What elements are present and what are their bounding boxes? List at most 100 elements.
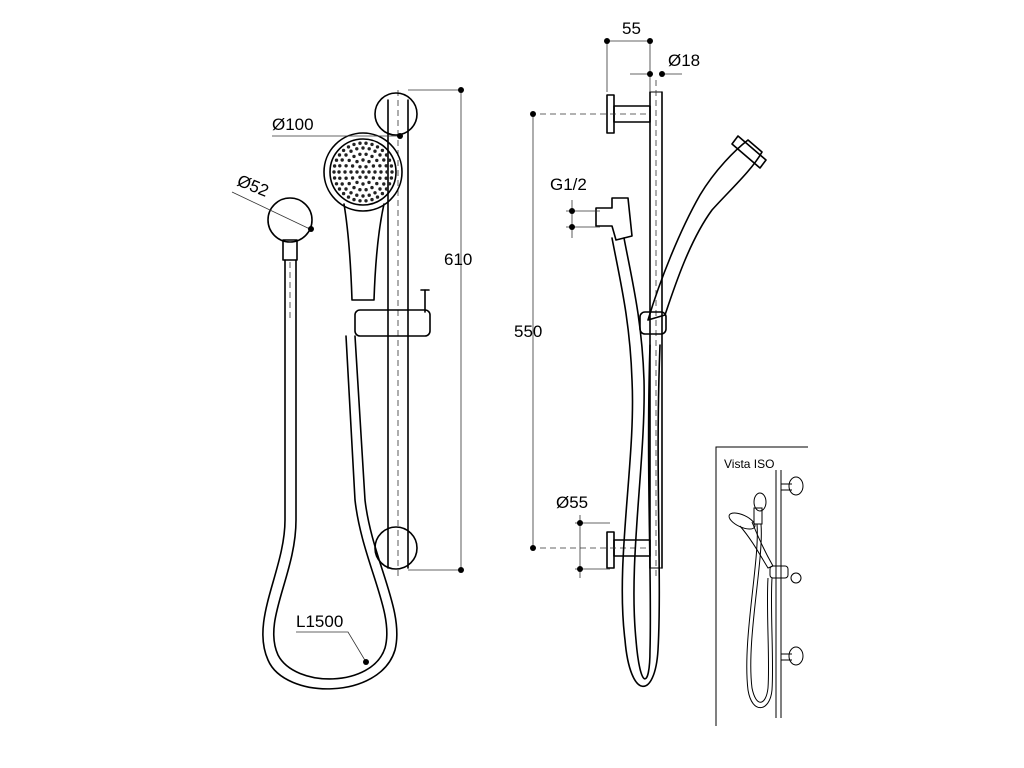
nozzle-dot [367,193,371,197]
nozzle-dot [389,164,394,168]
nozzle-dot [379,170,383,174]
nozzle-dot [347,158,351,163]
nozzle-dot [352,185,356,190]
nozzle-dot [346,145,351,149]
nozzle-dot [361,182,365,186]
nozzle-dot [361,170,365,174]
nozzle-dot [384,153,389,157]
dim-outlet-diameter-label: Ø52 [235,171,272,201]
nozzle-dot [337,187,342,191]
nozzle-dot [344,176,348,180]
nozzle-dot [332,170,336,174]
dim-hose-length-label: L1500 [296,612,343,631]
front-view: 610 Ø100 Ø52 L1500 [231,87,472,690]
nozzle-dot [370,142,374,147]
nozzle-dot [344,164,348,168]
nozzle-dot [337,170,341,174]
nozzle-dot [361,194,365,198]
iso-view: Vista ISO [715,446,808,726]
nozzle-dot [385,170,389,174]
nozzle-dot [384,164,388,168]
nozzle-dot [355,170,359,174]
nozzle-dot [364,188,368,192]
nozzle-dot [378,164,382,168]
nozzle-dot [364,165,368,169]
nozzle-dot [364,199,368,203]
nozzle-dot [373,170,377,174]
nozzle-dot [358,165,362,169]
nozzle-dot [349,149,353,153]
nozzle-dot [358,199,362,203]
nozzle-dot [344,153,348,157]
nozzle-dot [375,195,380,199]
nozzle-dot [337,153,342,157]
hose [262,259,398,690]
nozzle-dot [387,182,392,186]
nozzle-dot [389,176,394,180]
dim-rail-diameter-label: Ø18 [668,51,700,70]
dim-thread-label: G1/2 [550,175,587,194]
nozzle-dot [373,191,377,195]
nozzle-dot [338,176,342,180]
side-view: 55 Ø18 G1/2 550 Ø55 [514,19,767,688]
nozzle-dot [352,197,356,202]
nozzle-dot [334,158,339,162]
nozzle-dot [370,185,374,190]
nozzle-dot [371,164,376,168]
nozzle-dot [355,159,359,164]
nozzle-dot [370,154,374,159]
nozzle-dot [382,182,386,186]
nozzle-dot [350,176,355,180]
nozzle-dot [341,191,346,196]
nozzle-dot [378,176,382,180]
top-wall-bracket [374,92,418,136]
iso-view-title: Vista ISO [724,457,774,471]
nozzle-dot [350,164,355,168]
nozzle-dot [347,181,351,186]
iso-view-frame [715,446,808,726]
nozzle-dot [364,175,368,179]
nozzle-dot [361,146,365,150]
nozzle-dot [341,148,346,153]
nozzle-dot [338,164,342,168]
bottom-wall-bracket [374,526,418,570]
nozzle-dot [358,141,362,145]
nozzle-dot [355,180,359,185]
nozzle-dot [378,153,382,157]
nozzle-dot [367,170,371,174]
nozzle-dot [332,176,337,180]
nozzle-dot [355,193,359,197]
nozzle-dot [375,181,379,186]
nozzle-dot [375,158,379,163]
nozzle-dot [382,158,386,162]
nozzle-dot [378,187,382,191]
nozzle-dot [346,195,351,199]
nozzle-dot [375,145,380,149]
nozzle-dot [358,175,362,179]
nozzle-dot [390,170,394,174]
nozzle-dot [352,142,356,147]
nozzle-dot [387,158,392,162]
nozzle-dot [358,152,362,156]
nozzle-dot [343,170,347,174]
nozzle-dot [380,148,385,153]
nozzle-dot [367,147,371,151]
nozzle-dot [364,141,368,145]
slider-holder [354,309,431,337]
nozzle-dot [364,152,368,156]
nozzle-dot [373,149,377,153]
dim-head-diameter-label: Ø100 [272,115,314,134]
nozzle-dot [340,182,344,186]
nozzle-dot [340,158,344,162]
dim-projection-label: 55 [622,19,641,38]
nozzle-dot [355,147,359,151]
nozzle-dot [332,164,337,168]
nozzle-dot [358,188,362,192]
nozzle-dot [367,180,371,185]
nozzle-dot [361,158,365,162]
nozzle-dot [349,191,353,195]
nozzle-dot [384,187,389,191]
nozzle-dot [344,187,348,191]
dim-bracket-diameter-label: Ø55 [556,493,588,512]
